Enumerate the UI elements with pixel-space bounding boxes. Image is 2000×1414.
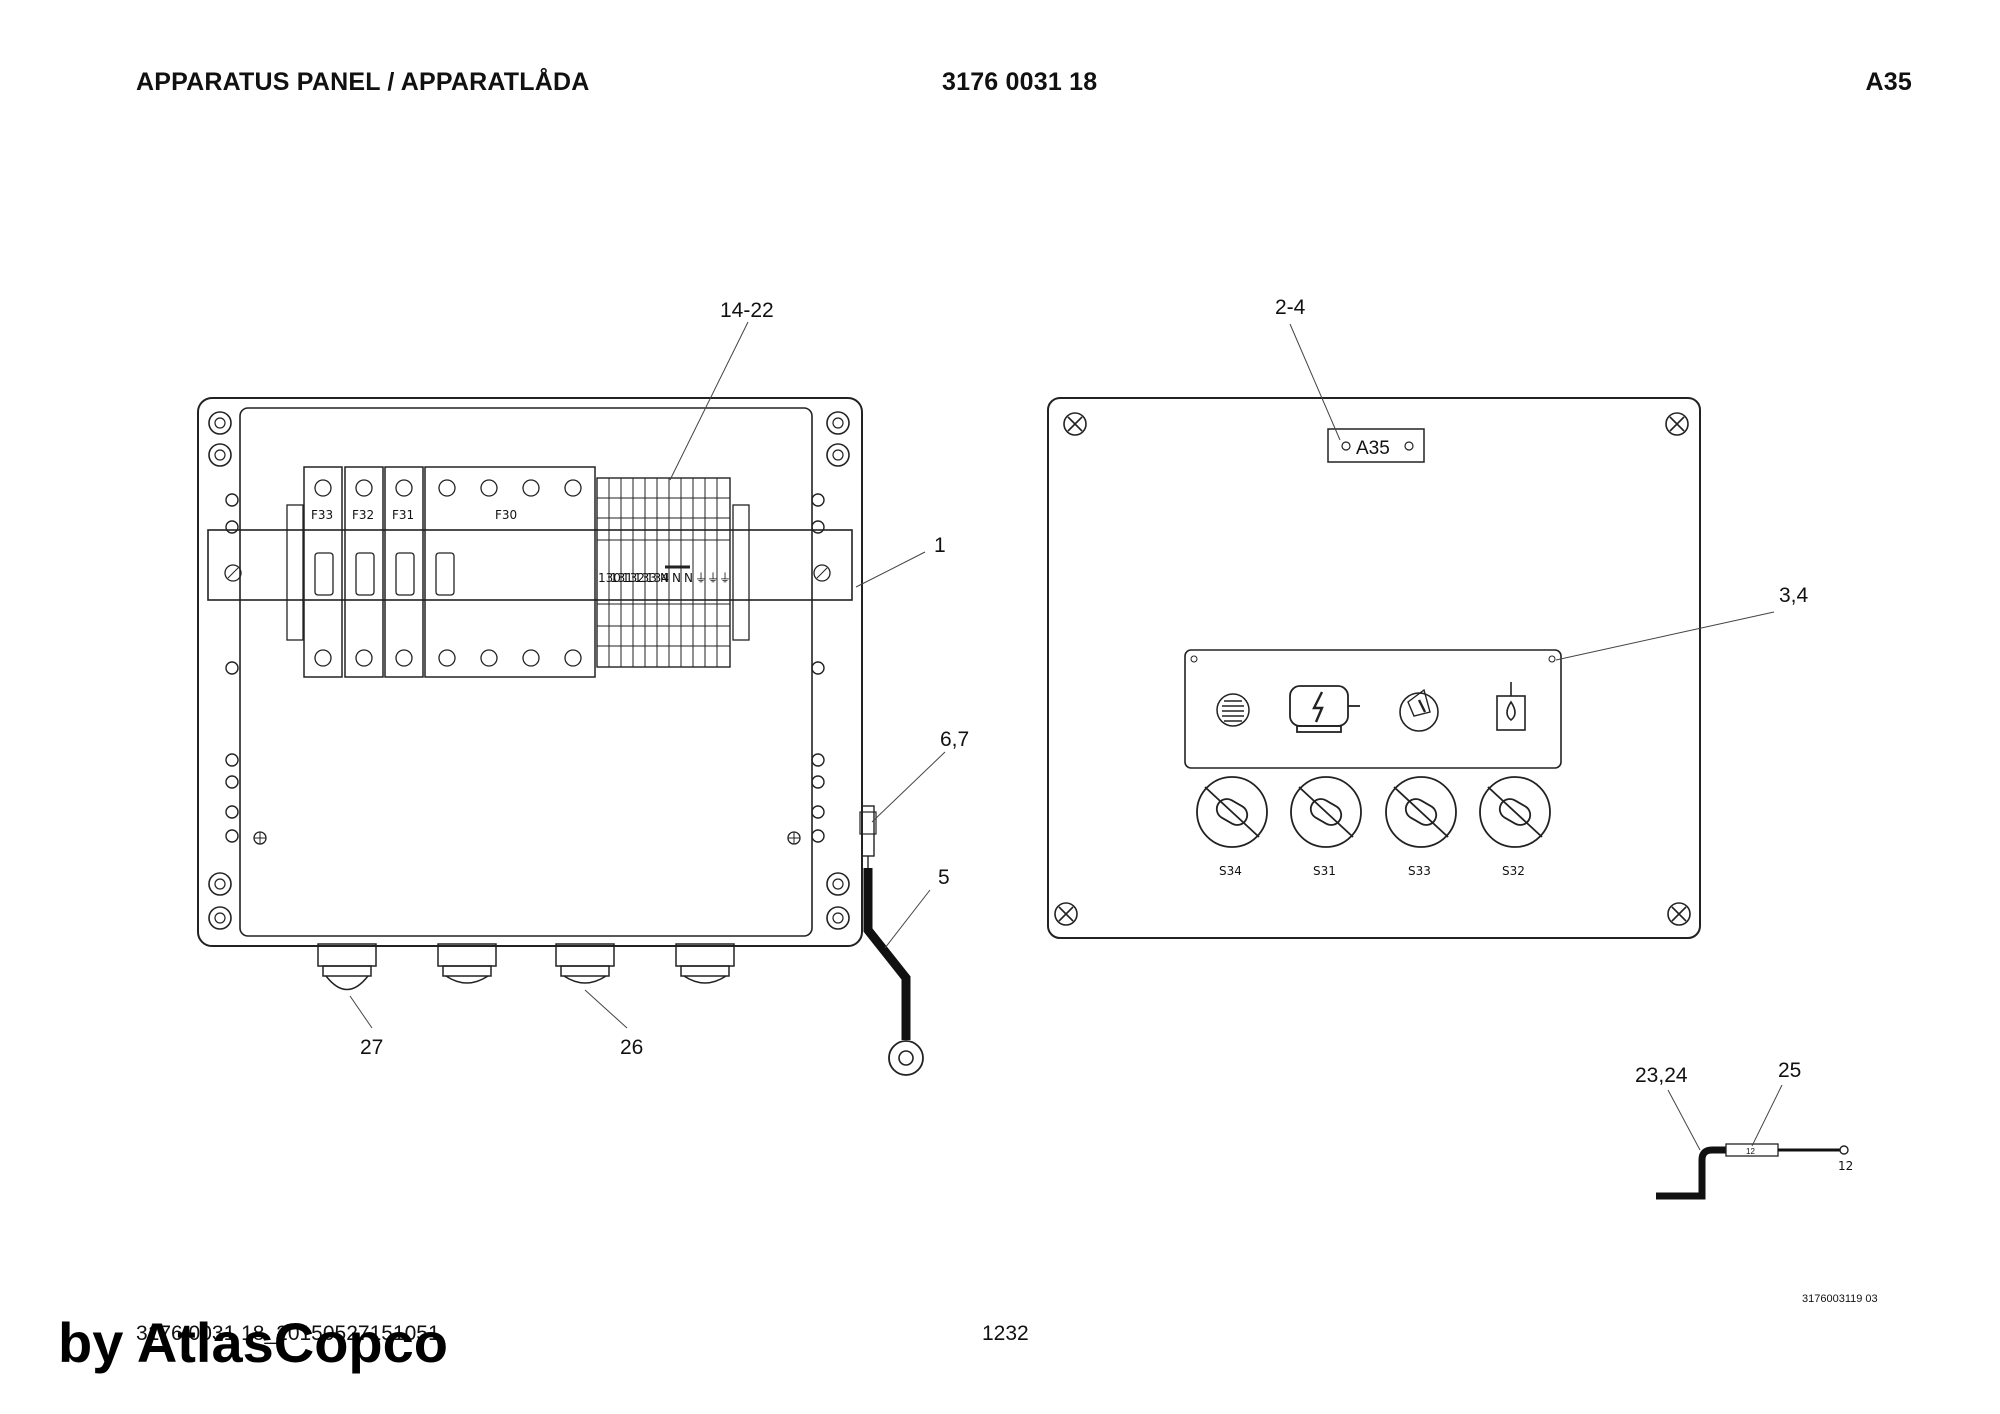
- earth-cable: [859, 805, 924, 1076]
- terminal-label: 133: [634, 571, 657, 585]
- selector-switch[interactable]: [1290, 776, 1362, 848]
- terminal-label: N: [684, 571, 693, 585]
- selector-switch[interactable]: [1196, 776, 1268, 848]
- fan-icon: [1216, 693, 1250, 727]
- footer-page-number: 1232: [982, 1322, 1029, 1345]
- terminal-label: ⏚: [719, 571, 731, 585]
- terminal-block: 130 131 132 133 134 N N N ⏚ ⏚ ⏚: [596, 477, 731, 668]
- fuse-holders: F33 F32 F31 F30: [303, 466, 596, 678]
- callout-3-4: 3,4: [1779, 584, 1809, 607]
- fuse-label-f33: F33: [311, 508, 333, 522]
- switch-label-s31: S31: [1313, 864, 1336, 878]
- terminal-label: ⏚: [707, 571, 719, 585]
- callout-6-7: 6,7: [940, 728, 969, 751]
- callout-23-24: 23,24: [1635, 1064, 1688, 1087]
- cable-tag-label: 12: [1838, 1159, 1853, 1173]
- switch-label-s32: S32: [1502, 864, 1525, 878]
- terminal-label: N: [672, 571, 681, 585]
- terminal-label: 134: [646, 571, 669, 585]
- cable-gland: [317, 943, 735, 991]
- symbol-plate: [1184, 649, 1562, 769]
- callout-leaders: [349, 321, 1783, 1151]
- nameplate: A35: [1327, 428, 1425, 463]
- apparatus-box: F33 F32 F31 F30 130 131 132 133 134: [197, 397, 924, 1076]
- din-rail: [207, 504, 853, 641]
- sheet-id: A35: [1865, 68, 1912, 96]
- cable-detail: 12 12: [1656, 1143, 1853, 1200]
- fuse-label-f32: F32: [352, 508, 374, 522]
- terminal-label: 132: [622, 571, 645, 585]
- callout-1: 1: [934, 534, 946, 557]
- cable-tag-text: 12: [1746, 1147, 1755, 1156]
- part-number: 3176 0031 18: [942, 68, 1098, 96]
- callout-14-22: 14-22: [720, 299, 774, 322]
- electric-motor-icon: [1289, 685, 1360, 733]
- corner-bolt-icon: [208, 411, 850, 930]
- switch-label-s33: S33: [1408, 864, 1431, 878]
- switch-label-s34: S34: [1219, 864, 1242, 878]
- panel-screw-icon: [1054, 412, 1691, 926]
- ground-screw-icon: [253, 831, 801, 845]
- engine-temperature-icon: [1399, 688, 1439, 732]
- terminal-label: 130: [598, 571, 621, 585]
- oil-level-icon: [1496, 682, 1526, 731]
- nameplate-text: A35: [1356, 438, 1390, 459]
- terminal-label: N: [660, 571, 669, 585]
- page-title: APPARATUS PANEL / APPARATLÅDA: [136, 68, 590, 96]
- terminal-label: ⏚: [695, 571, 707, 585]
- terminal-label: 131: [610, 571, 633, 585]
- drawing-code: 3176003119 03: [1802, 1293, 1878, 1305]
- front-panel: A35: [1047, 397, 1701, 939]
- fuse-label-f30: F30: [495, 508, 517, 522]
- watermark: by AtlasCopco: [58, 1311, 448, 1374]
- footer-file-id: 3176 0031 18_20150527151051: [136, 1322, 440, 1345]
- callout-2-4: 2-4: [1275, 296, 1306, 319]
- callout-27: 27: [360, 1036, 383, 1059]
- mounting-hole-icon: [225, 493, 825, 843]
- selector-switch[interactable]: [1385, 776, 1457, 848]
- callout-26: 26: [620, 1036, 643, 1059]
- callout-25: 25: [1778, 1059, 1801, 1082]
- callout-5: 5: [938, 866, 950, 889]
- selector-switch[interactable]: [1479, 776, 1551, 848]
- fuse-label-f31: F31: [392, 508, 414, 522]
